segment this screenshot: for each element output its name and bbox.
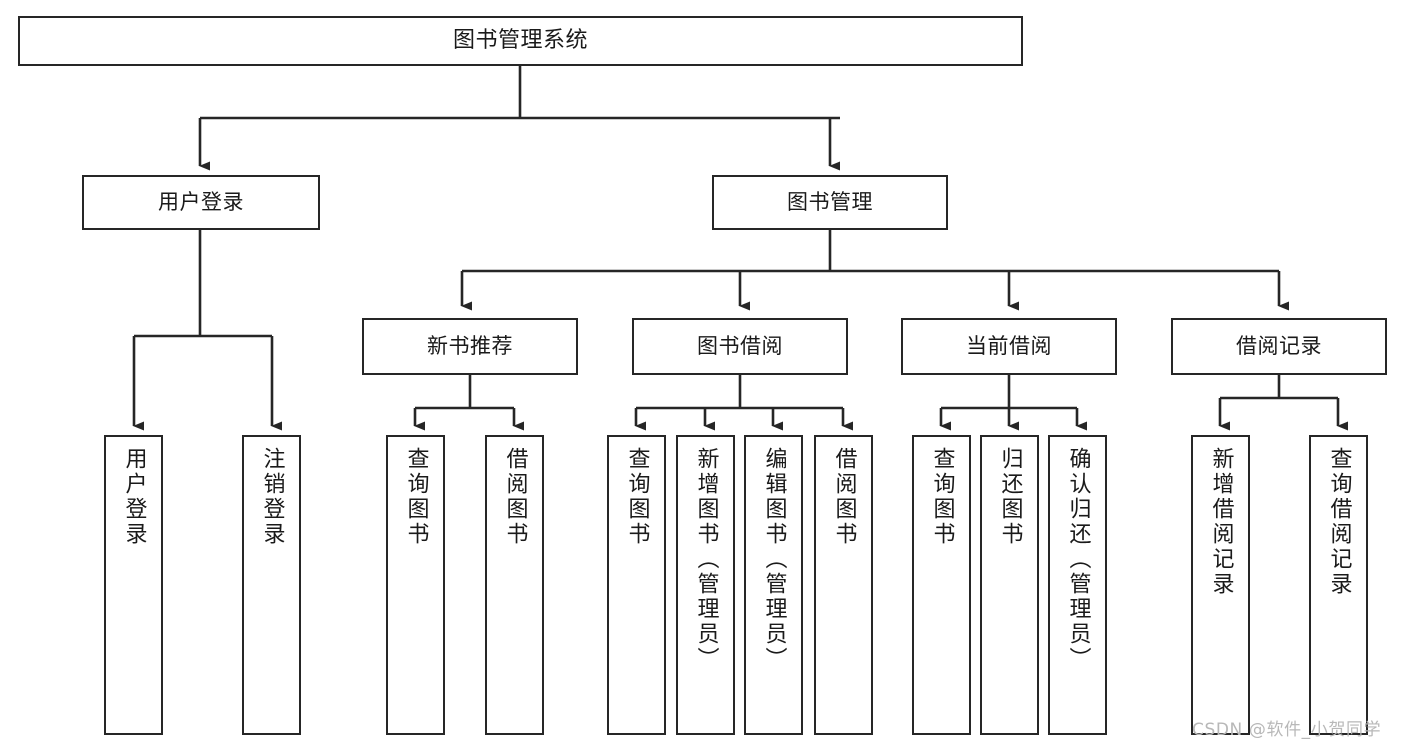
leaf-borrow-book-new[interactable]: 借阅图书 xyxy=(485,435,544,735)
leaf-confirm-return-admin[interactable]: 确认归还（管理员） xyxy=(1048,435,1107,735)
node-current-borrow[interactable]: 当前借阅 xyxy=(901,318,1117,375)
node-label: 用户登录 xyxy=(158,190,244,215)
leaf-return-book[interactable]: 归还图书 xyxy=(980,435,1039,735)
node-label: 图书管理 xyxy=(787,190,873,215)
leaf-add-borrow-record[interactable]: 新增借阅记录 xyxy=(1191,435,1250,735)
node-label: 用户登录 xyxy=(121,447,147,547)
node-label: 查询图书 xyxy=(403,447,429,547)
node-label: 新增图书（管理员） xyxy=(693,447,719,672)
leaf-query-book-current[interactable]: 查询图书 xyxy=(912,435,971,735)
node-label: 借阅图书 xyxy=(831,447,857,547)
leaf-add-book-admin[interactable]: 新增图书（管理员） xyxy=(676,435,735,735)
node-label: 新书推荐 xyxy=(427,334,513,359)
node-book-borrow[interactable]: 图书借阅 xyxy=(632,318,848,375)
node-new-book-recommend[interactable]: 新书推荐 xyxy=(362,318,578,375)
leaf-edit-book-admin[interactable]: 编辑图书（管理员） xyxy=(744,435,803,735)
node-label: 查询图书 xyxy=(929,447,955,547)
node-label: 查询借阅记录 xyxy=(1326,447,1352,597)
leaf-borrow-book[interactable]: 借阅图书 xyxy=(814,435,873,735)
node-label: 注销登录 xyxy=(259,447,285,547)
node-user-login[interactable]: 用户登录 xyxy=(82,175,320,230)
node-label: 借阅图书 xyxy=(502,447,528,547)
watermark-text: CSDN @软件_小贺同学 xyxy=(1192,720,1382,740)
node-label: 图书管理系统 xyxy=(452,28,588,54)
node-label: 图书借阅 xyxy=(697,334,783,359)
node-label: 确认归还（管理员） xyxy=(1065,447,1091,672)
leaf-query-book[interactable]: 查询图书 xyxy=(607,435,666,735)
node-label: 编辑图书（管理员） xyxy=(761,447,787,672)
leaf-logout[interactable]: 注销登录 xyxy=(242,435,301,735)
leaf-query-book-new[interactable]: 查询图书 xyxy=(386,435,445,735)
node-label: 新增借阅记录 xyxy=(1208,447,1234,597)
node-label: 借阅记录 xyxy=(1236,334,1322,359)
node-label: 查询图书 xyxy=(624,447,650,547)
node-book-management[interactable]: 图书管理 xyxy=(712,175,948,230)
node-label: 归还图书 xyxy=(997,447,1023,547)
node-root-system[interactable]: 图书管理系统 xyxy=(18,16,1023,66)
leaf-query-borrow-record[interactable]: 查询借阅记录 xyxy=(1309,435,1368,735)
node-label: 当前借阅 xyxy=(966,334,1052,359)
node-borrow-record[interactable]: 借阅记录 xyxy=(1171,318,1387,375)
leaf-user-login[interactable]: 用户登录 xyxy=(104,435,163,735)
